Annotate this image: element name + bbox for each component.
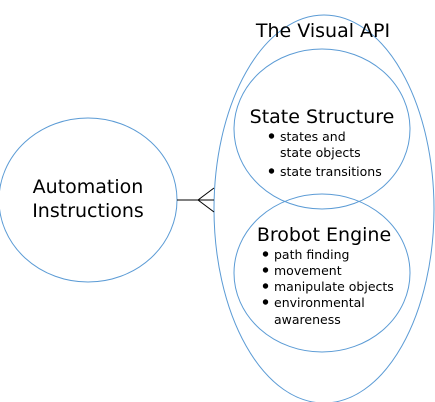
bullet-icon (262, 299, 269, 305)
bullet-icon (268, 133, 275, 139)
bullet-text: environmental (274, 295, 365, 310)
bullet-icon (262, 267, 269, 273)
bullet-text-continued: state objects (280, 145, 361, 160)
connector-prong (197, 187, 215, 201)
crow-foot-connector (177, 187, 215, 213)
bullet-text: movement (274, 263, 342, 278)
state-structure-title: State Structure (250, 106, 395, 128)
bullet-text: manipulate objects (274, 279, 394, 294)
state-structure-circle (233, 48, 411, 210)
bullet-text-continued: awareness (274, 312, 341, 327)
visual-api-container (213, 14, 435, 402)
automation-instructions-label-continued: Instructions (32, 200, 144, 222)
bullet-icon (262, 251, 269, 257)
connector-prong (197, 199, 215, 213)
bullet-text: states and (280, 129, 346, 144)
bullet-text: path finding (274, 247, 349, 262)
brobot-engine-title: Brobot Engine (257, 224, 391, 246)
bullet-icon (268, 168, 275, 174)
bullet-icon (262, 283, 269, 289)
brobot-engine-circle (233, 193, 411, 353)
automation-instructions-label: Automation (33, 176, 144, 198)
visual-api-title: The Visual API (255, 20, 390, 42)
bullet-text: state transitions (280, 164, 382, 179)
